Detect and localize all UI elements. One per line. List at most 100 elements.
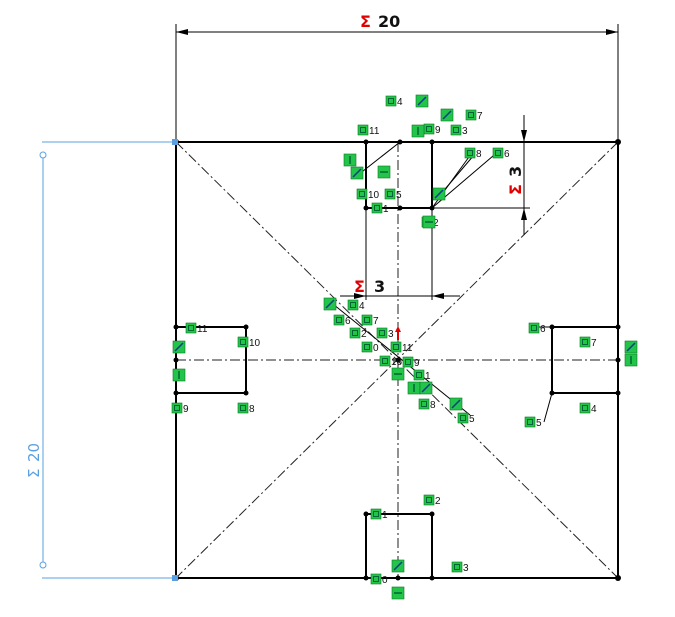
relation-number: 3 bbox=[462, 126, 468, 137]
relation-badge[interactable] bbox=[423, 123, 435, 135]
sketch-point[interactable] bbox=[615, 324, 621, 330]
coincident-icon bbox=[454, 564, 460, 570]
relation-number: 1 bbox=[383, 204, 389, 215]
relation-number: 6 bbox=[504, 149, 510, 160]
sketch-point[interactable] bbox=[363, 575, 369, 581]
sketch-point[interactable] bbox=[173, 390, 179, 396]
relation-badge[interactable] bbox=[237, 336, 249, 348]
rect-width-value[interactable]: 3 bbox=[374, 277, 385, 296]
relation-badge[interactable] bbox=[349, 327, 361, 339]
relation-number: 7 bbox=[477, 111, 483, 122]
coincident-icon bbox=[416, 372, 422, 378]
relation-badge[interactable] bbox=[237, 402, 249, 414]
relation-badge[interactable] bbox=[384, 188, 396, 200]
sketch-point[interactable] bbox=[549, 390, 555, 396]
sketch-point[interactable] bbox=[429, 139, 435, 145]
relation-number: 6 bbox=[540, 324, 546, 335]
sketch-point[interactable] bbox=[397, 139, 403, 145]
relation-badge[interactable] bbox=[457, 412, 469, 424]
relation-badge[interactable] bbox=[379, 355, 391, 367]
width-dimension[interactable]: Σ 20 bbox=[175, 12, 619, 140]
coincident-icon bbox=[582, 405, 588, 411]
relation-badge[interactable] bbox=[579, 402, 591, 414]
sketch-point[interactable] bbox=[429, 205, 435, 211]
relation-number: 4 bbox=[397, 97, 403, 108]
relation-badge[interactable] bbox=[333, 314, 345, 326]
midpoint-icon bbox=[417, 96, 427, 106]
left-rectangle-cutout[interactable] bbox=[176, 326, 247, 394]
sketch-point[interactable] bbox=[429, 511, 435, 517]
relation-badge[interactable] bbox=[385, 95, 397, 107]
coincident-icon bbox=[393, 344, 399, 350]
sketch-point[interactable] bbox=[173, 357, 179, 363]
relation-badge[interactable] bbox=[370, 573, 382, 585]
sketch-point[interactable] bbox=[363, 205, 369, 211]
relation-badge[interactable] bbox=[450, 124, 462, 136]
relation-badge[interactable] bbox=[356, 188, 368, 200]
right-rectangle-cutout[interactable] bbox=[551, 326, 618, 394]
relation-number: 2 bbox=[433, 218, 439, 229]
relation-number: 9 bbox=[414, 358, 420, 369]
coincident-icon bbox=[382, 358, 388, 364]
midpoint-icon bbox=[626, 342, 636, 352]
sketch-point[interactable] bbox=[243, 324, 249, 330]
sketch-point[interactable] bbox=[397, 205, 403, 211]
sketch-point[interactable] bbox=[615, 139, 621, 145]
relation-number: 8 bbox=[430, 400, 436, 411]
sketch-point[interactable] bbox=[615, 357, 621, 363]
coincident-icon bbox=[495, 150, 501, 156]
width-dimension-value[interactable]: 20 bbox=[378, 12, 400, 31]
relation-badge[interactable] bbox=[465, 109, 477, 121]
sketch-point[interactable] bbox=[363, 139, 369, 145]
coincident-icon bbox=[527, 419, 533, 425]
sketch-point[interactable] bbox=[395, 575, 401, 581]
relation-number: 6 bbox=[345, 316, 351, 327]
sketch-point[interactable] bbox=[615, 575, 621, 581]
relation-badge[interactable] bbox=[347, 299, 359, 311]
relation-badge[interactable] bbox=[413, 369, 425, 381]
relation-badge[interactable] bbox=[390, 341, 402, 353]
sketch-point[interactable] bbox=[243, 390, 249, 396]
dimension-symbol: Σ bbox=[354, 277, 365, 296]
relation-badge[interactable] bbox=[451, 561, 463, 573]
relation-badge[interactable] bbox=[464, 147, 476, 159]
sketch-point[interactable] bbox=[615, 390, 621, 396]
relation-number: 1 bbox=[382, 510, 388, 521]
relation-number: 5 bbox=[396, 190, 402, 201]
rectangle-height-dimension[interactable]: Σ 3 bbox=[434, 115, 530, 235]
sketch-point[interactable] bbox=[429, 575, 435, 581]
sketch-point[interactable] bbox=[173, 324, 179, 330]
midpoint-icon bbox=[352, 168, 362, 178]
relation-badge[interactable] bbox=[402, 356, 414, 368]
midpoint-icon bbox=[393, 561, 403, 571]
relation-badge[interactable] bbox=[357, 124, 369, 136]
origin-point[interactable] bbox=[395, 357, 401, 363]
relation-badge[interactable] bbox=[492, 147, 504, 159]
sketch-point[interactable] bbox=[363, 511, 369, 517]
origin-icon bbox=[395, 326, 401, 340]
coincident-icon bbox=[582, 339, 588, 345]
relation-number: 5 bbox=[469, 414, 475, 425]
relation-badge[interactable] bbox=[376, 327, 388, 339]
relation-badge[interactable] bbox=[579, 336, 591, 348]
relation-badge[interactable] bbox=[361, 341, 373, 353]
relation-badge[interactable] bbox=[423, 494, 435, 506]
coincident-icon bbox=[468, 112, 474, 118]
relation-badge[interactable] bbox=[371, 202, 383, 214]
relation-number: 3 bbox=[463, 563, 469, 574]
rectangle-width-dimension[interactable]: Σ 3 bbox=[340, 277, 460, 299]
height-dimension-value[interactable]: 20 bbox=[25, 443, 43, 462]
relation-badge[interactable] bbox=[361, 314, 373, 326]
sketch-point[interactable] bbox=[549, 324, 555, 330]
relation-badge[interactable] bbox=[524, 416, 536, 428]
relation-badge[interactable] bbox=[370, 508, 382, 520]
relation-number: 11 bbox=[402, 343, 413, 354]
height-dimension[interactable]: Σ 20 bbox=[25, 139, 178, 581]
relation-badge[interactable] bbox=[528, 322, 540, 334]
rect-height-value[interactable]: 3 bbox=[506, 166, 525, 177]
relation-badge[interactable] bbox=[185, 322, 197, 334]
bottom-rectangle-cutout[interactable] bbox=[365, 513, 433, 578]
relation-badge[interactable] bbox=[418, 398, 430, 410]
relation-badge[interactable] bbox=[171, 402, 183, 414]
